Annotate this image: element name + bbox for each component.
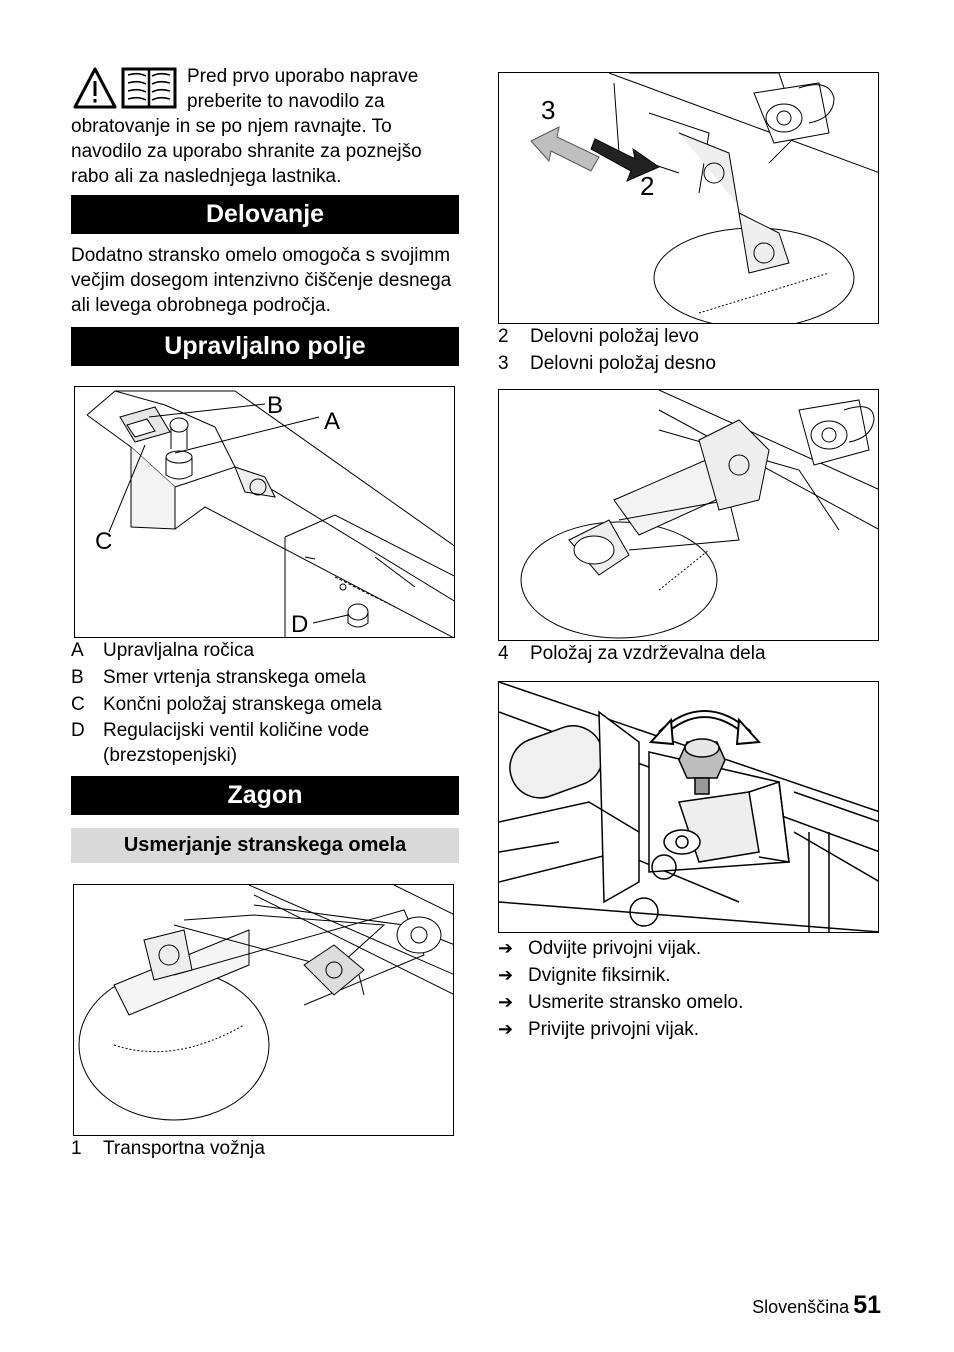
footer-language: Slovenščina	[752, 1297, 850, 1317]
step-item: ➔Dvignite fiksirnik.	[498, 962, 880, 989]
figure-label-a: A	[324, 408, 340, 435]
arrow-right-icon: ➔	[498, 992, 514, 1012]
transport-position-figure	[73, 884, 454, 1136]
figure-label-d: D	[291, 611, 308, 638]
figure-label-2: 2	[640, 171, 654, 201]
fixing-screw-figure	[498, 681, 879, 933]
working-position-figure: 3 2	[498, 72, 879, 324]
figure-label-3: 3	[541, 95, 555, 125]
subheading-usmerjanje: Usmerjanje stranskega omela	[71, 828, 459, 863]
left-column: Pred prvo uporabo naprave preberite to n…	[71, 64, 459, 1162]
heading-upravljalno-polje: Upravljalno polje	[71, 327, 459, 366]
warning-icons	[73, 67, 177, 109]
delovanje-text: Dodatno stransko omelo omogoča s svojimm…	[71, 245, 452, 316]
figure-label-c: C	[95, 528, 112, 555]
procedure-steps: ➔Odvijte privojni vijak. ➔Dvignite fiksi…	[498, 935, 880, 1043]
page-number: 51	[853, 1291, 881, 1319]
heading-delovanje: Delovanje	[71, 195, 459, 234]
warning-block: Pred prvo uporabo naprave preberite to n…	[71, 64, 459, 189]
warning-triangle-icon	[73, 67, 117, 109]
step-item: ➔Odvijte privojni vijak.	[498, 935, 880, 962]
step-item: ➔Usmerite stransko omelo.	[498, 989, 880, 1016]
manual-book-icon	[121, 67, 177, 109]
arrow-right-icon: ➔	[498, 1019, 514, 1039]
figure-label-b: B	[267, 392, 283, 419]
arrow-right-icon: ➔	[498, 938, 514, 958]
control-panel-figure: B A C D	[74, 386, 455, 638]
warning-text-rest: obratovanje in se po njem ravnajte. To n…	[71, 116, 422, 187]
step-item: ➔Privijte privojni vijak.	[498, 1016, 880, 1043]
arrow-right-icon: ➔	[498, 965, 514, 985]
heading-zagon: Zagon	[71, 776, 459, 815]
warning-text-first: Pred prvo uporabo naprave preberite to n…	[187, 66, 419, 112]
maintenance-position-figure	[498, 389, 879, 641]
